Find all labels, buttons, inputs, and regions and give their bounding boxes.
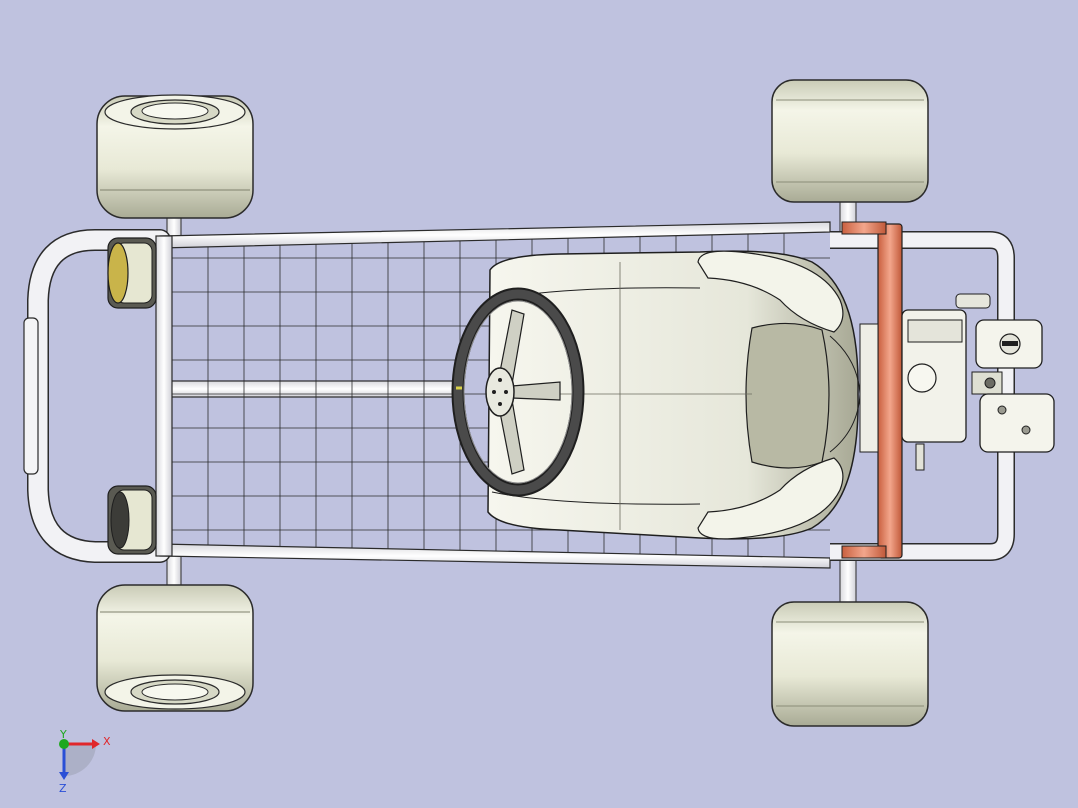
rear-right-wheel[interactable]: [771, 559, 929, 727]
fuel-tank[interactable]: [975, 319, 1043, 369]
x-axis-label: X: [103, 735, 111, 748]
bumper-tire-top[interactable]: [107, 237, 157, 309]
y-axis-label: Y: [59, 728, 67, 741]
engine[interactable]: [859, 293, 1055, 471]
bumper-tire-bottom[interactable]: [107, 485, 157, 555]
front-left-wheel[interactable]: [96, 94, 254, 245]
steering-wheel[interactable]: [451, 287, 585, 497]
seat[interactable]: [487, 250, 861, 540]
rear-left-wheel[interactable]: [771, 79, 929, 237]
y-axis-dot: [59, 739, 69, 749]
front-right-wheel[interactable]: [96, 555, 254, 712]
coordinate-triad: X Y Z: [59, 728, 111, 795]
air-filter[interactable]: [979, 393, 1055, 453]
z-axis-label: Z: [59, 782, 67, 795]
